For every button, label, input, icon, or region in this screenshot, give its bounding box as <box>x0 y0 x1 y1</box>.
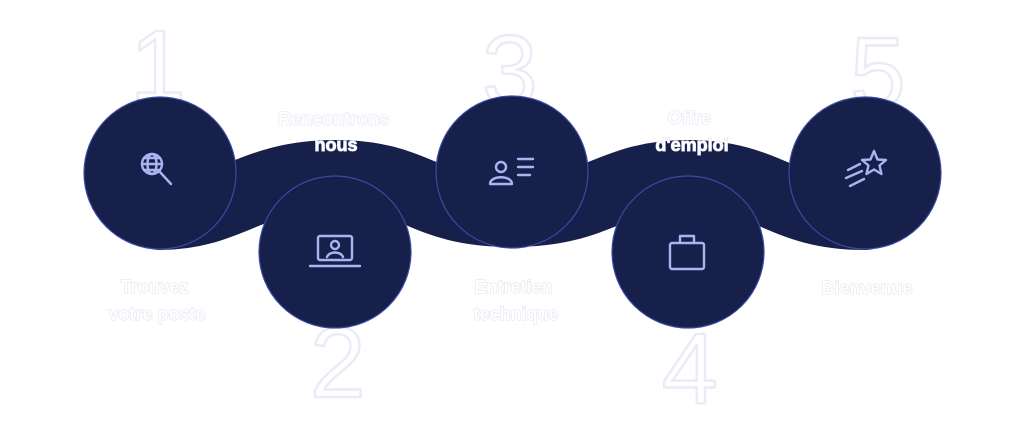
step-label-2: Rencontrons nous <box>278 109 394 155</box>
profile-card-icon <box>488 157 535 186</box>
step-number-4: 4 <box>662 313 718 425</box>
step-label-1-line-2: votre poste <box>108 304 205 324</box>
step-label-3-line-2: technique <box>473 304 558 324</box>
step-label-2-line-2: nous <box>315 135 358 155</box>
step-label-5-line-1: Bienvenue <box>821 278 912 298</box>
step-label-1-line-1: Trouvez <box>120 277 188 297</box>
search-globe-icon <box>140 152 173 186</box>
step-node-5 <box>788 96 942 250</box>
briefcase-icon <box>668 234 706 271</box>
laptop-user-icon <box>308 234 362 268</box>
step-label-2-line-1: Rencontrons <box>278 109 389 129</box>
shooting-star-icon <box>844 149 888 188</box>
step-label-3-line-1: Entretien <box>474 277 552 297</box>
step-label-3: Entretien technique <box>473 277 558 324</box>
step-label-4-line-1: Offre <box>668 108 711 128</box>
step-label-4: Offre d'emploi <box>655 108 728 155</box>
step-node-3 <box>435 95 589 249</box>
step-label-5: Bienvenue <box>821 278 912 298</box>
step-label-1: Trouvez votre poste <box>108 277 205 324</box>
step-node-4 <box>611 175 765 329</box>
step-label-4-line-2: d'emploi <box>655 135 728 155</box>
